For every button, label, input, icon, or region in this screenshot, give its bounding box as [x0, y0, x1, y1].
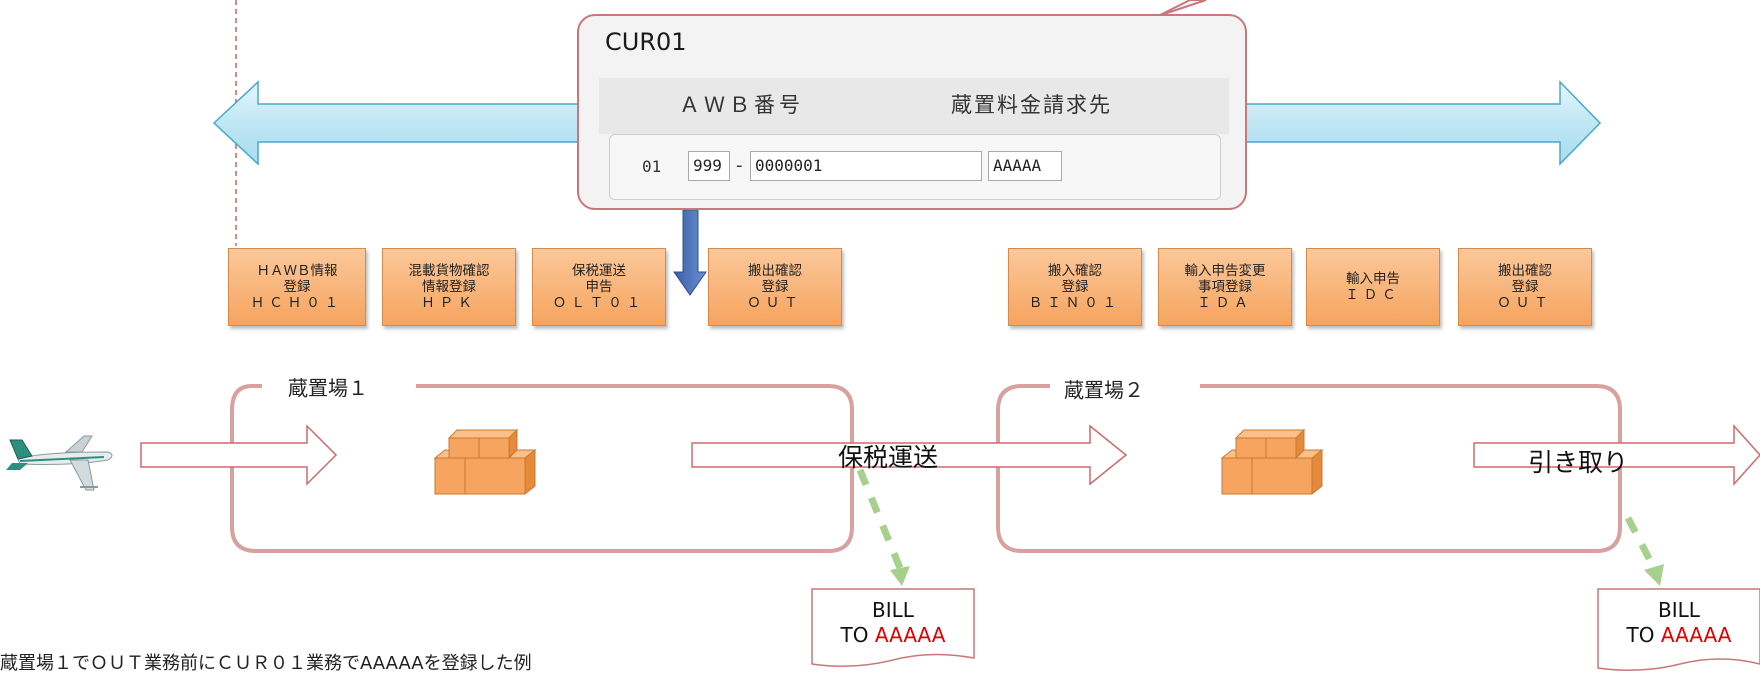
bill-pointer-arrow-1 — [856, 468, 910, 586]
column-header-band — [599, 78, 1229, 134]
proc-line1: 輸入申告 — [1346, 271, 1400, 287]
proc-code: ＩＤＣ — [1345, 287, 1401, 303]
proc-line2: 事項登録 — [1198, 279, 1252, 295]
proc-hpk: 混載貨物確認 情報登録 ＨＰＫ — [382, 248, 516, 326]
row-number: 01 — [642, 157, 662, 176]
warehouse-2-label: 蔵置場２ — [1054, 374, 1154, 403]
inbound-arrow — [140, 424, 338, 486]
proc-line2: 申告 — [585, 279, 613, 295]
proc-code: ＯＵＴ — [747, 295, 803, 311]
awb-dash: - — [736, 155, 743, 176]
proc-line1: 輸入申告変更 — [1184, 263, 1266, 279]
proc-line2: 登録 — [1511, 279, 1539, 295]
bill-document-2 — [1597, 588, 1760, 671]
awb-prefix-field[interactable]: 999 — [688, 151, 730, 181]
bill-note-1: BILL TO AAAAA — [815, 598, 971, 648]
awb-number-header: ＡＷＢ番号 — [679, 93, 804, 117]
proc-line1: 搬出確認 — [1498, 263, 1552, 279]
bonded-transport-label: 保税運送 — [838, 443, 939, 472]
proc-code: ＨＰＫ — [421, 295, 477, 311]
proc-line1: 保税運送 — [572, 263, 626, 279]
proc-line2: 登録 — [1061, 279, 1089, 295]
bill-title: BILL — [1658, 598, 1700, 622]
bill-title: BILL — [872, 598, 914, 622]
callout-pointer — [1157, 0, 1207, 17]
proc-code: ＩＤＡ — [1197, 295, 1253, 311]
bill-to-prefix: TO — [840, 623, 869, 647]
bill-to-name: AAAAA — [1660, 623, 1732, 647]
entry-row: 01 999 - 0000001 AAAAA — [609, 134, 1221, 200]
panel-title: CUR01 — [605, 28, 687, 56]
bill-to-field[interactable]: AAAAA — [988, 151, 1062, 181]
proc-bin01: 搬入確認 登録 ＢＩＮ０１ — [1008, 248, 1142, 326]
cargo-boxes-icon-1 — [433, 428, 537, 496]
bill-to-prefix: TO — [1626, 623, 1655, 647]
proc-idc: 輸入申告 ＩＤＣ — [1306, 248, 1440, 326]
proc-code: ＯＵＴ — [1497, 295, 1553, 311]
awb-serial-field[interactable]: 0000001 — [750, 151, 982, 181]
proc-line2: 登録 — [761, 279, 789, 295]
proc-line1: 搬入確認 — [1048, 263, 1102, 279]
proc-hch01: ＨＡＷＢ情報 登録 ＨＣＨ０１ — [228, 248, 366, 326]
proc-line2: 情報登録 — [422, 279, 476, 295]
pickup-arrow — [1473, 424, 1760, 486]
cur01-panel: CUR01 ＡＷＢ番号 蔵置料金請求先 01 999 - 0000001 AAA… — [577, 14, 1247, 210]
proc-code: ＨＣＨ０１ — [250, 295, 344, 311]
bill-to-line: TO AAAAA — [815, 623, 971, 648]
bill-document-1 — [811, 588, 975, 667]
bonded-transport-arrow — [691, 424, 1128, 486]
warehouse-2-frame — [996, 384, 1622, 553]
bill-to-name: AAAAA — [874, 623, 946, 647]
proc-code: ＯＬＴ０１ — [552, 295, 646, 311]
bill-note-2: BILL TO AAAAA — [1601, 598, 1757, 648]
pickup-label: 引き取り — [1528, 448, 1629, 477]
proc-code: ＢＩＮ０１ — [1028, 295, 1122, 311]
bill-pointer-arrow-2 — [1624, 516, 1664, 586]
proc-out-2: 搬出確認 登録 ＯＵＴ — [1458, 248, 1592, 326]
footnote: 蔵置場１でＯＵＴ業務前にＣＵＲ０１業務でAAAAAを登録した例 — [0, 653, 532, 674]
proc-line1: ＨＡＷＢ情報 — [256, 263, 338, 279]
proc-line2: 登録 — [283, 279, 311, 295]
proc-olt01: 保税運送 申告 ＯＬＴ０１ — [532, 248, 666, 326]
proc-ida: 輸入申告変更 事項登録 ＩＤＡ — [1158, 248, 1292, 326]
proc-out-1: 搬出確認 登録 ＯＵＴ — [708, 248, 842, 326]
bill-to-header: 蔵置料金請求先 — [951, 93, 1112, 117]
airplane-icon — [6, 435, 113, 491]
warehouse-1-label: 蔵置場１ — [278, 372, 378, 401]
warehouse-1-frame — [230, 384, 854, 553]
proc-line1: 搬出確認 — [748, 263, 802, 279]
cargo-boxes-icon-2 — [1220, 428, 1324, 496]
proc-line1: 混載貨物確認 — [408, 263, 490, 279]
panel-down-arrow — [673, 209, 707, 296]
bill-to-line: TO AAAAA — [1601, 623, 1757, 648]
